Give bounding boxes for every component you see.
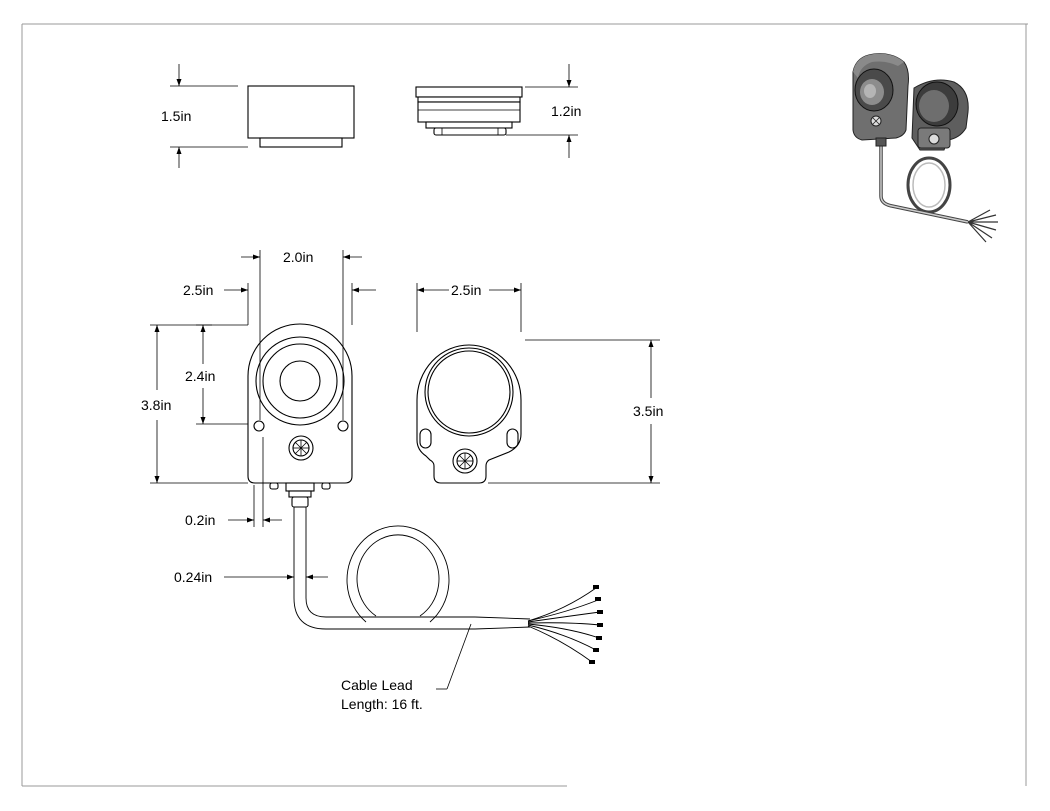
cable-note-line2: Length: 16 ft. xyxy=(341,696,423,712)
sensor-front-view xyxy=(247,323,353,508)
bracket-front-view xyxy=(416,344,522,484)
cable-note: Cable Lead Length: 16 ft. xyxy=(341,623,472,712)
dim-label-side2-height: 1.2in xyxy=(551,103,581,119)
dim-cable-diameter: 0.24in xyxy=(174,569,328,585)
dim-hole-spacing: 2.5in xyxy=(183,282,376,325)
dim-label-bracket-height: 3.5in xyxy=(633,403,663,419)
dim-label-side-height: 1.5in xyxy=(161,108,191,124)
dim-body-width: 2.0in xyxy=(241,249,362,420)
cable-note-line1: Cable Lead xyxy=(341,677,413,693)
dim-overall-height: 3.8in xyxy=(141,324,248,484)
dim-bracket-height: 3.5in xyxy=(488,339,663,484)
dim-lens-height: 2.4in xyxy=(185,324,248,425)
dim-edge-offset: 0.2in xyxy=(185,437,282,528)
isometric-view xyxy=(852,53,998,243)
dim-label-overall-height: 3.8in xyxy=(141,397,171,413)
side-view-bracket xyxy=(415,86,523,136)
side-view-sensor xyxy=(247,85,355,148)
dim-label-body-width: 2.0in xyxy=(283,249,313,265)
dim-label-lens-height: 2.4in xyxy=(185,368,215,384)
dim-label-cable-diameter: 0.24in xyxy=(174,569,212,585)
drawing-frame xyxy=(21,23,1028,787)
dim-side2-height: 1.2in xyxy=(506,64,581,158)
dim-label-edge-offset: 0.2in xyxy=(185,512,215,528)
dim-label-hole-spacing: 2.5in xyxy=(183,282,213,298)
dim-side-height: 1.5in xyxy=(161,64,248,168)
cable-wire-ends xyxy=(527,585,603,664)
dim-label-bracket-width: 2.5in xyxy=(451,282,481,298)
dim-bracket-width: 2.5in xyxy=(416,282,522,332)
cable xyxy=(293,507,531,630)
